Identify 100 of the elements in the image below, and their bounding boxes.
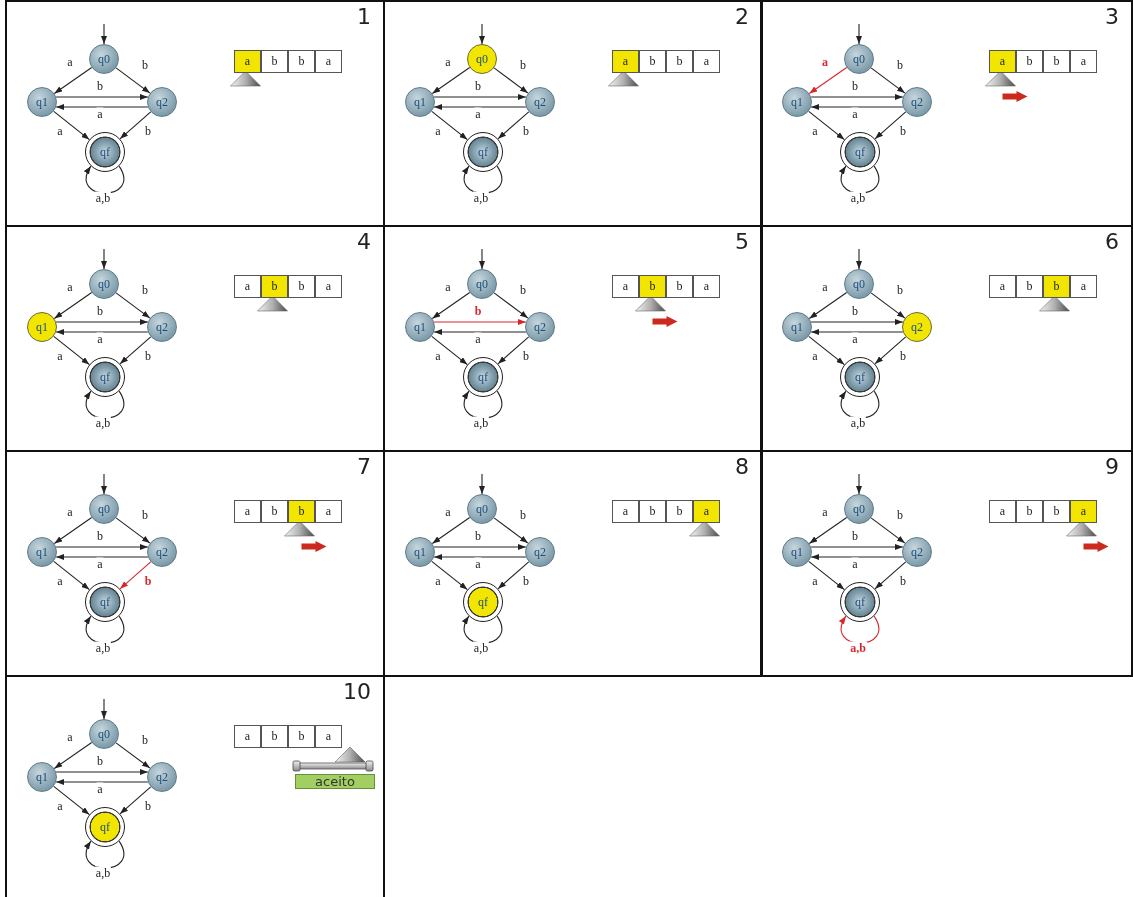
tape-cell: a — [989, 275, 1016, 298]
transition-arrow — [115, 292, 151, 319]
transition-arrow — [810, 329, 904, 335]
edge-label: b — [519, 58, 527, 72]
tape-cell: a — [234, 275, 261, 298]
state-circle: q2 — [147, 312, 177, 342]
transition-arrow — [808, 67, 848, 94]
tape-cell: b — [1016, 50, 1043, 73]
step-number: 9 — [1105, 456, 1119, 478]
transition-arrow — [431, 67, 471, 94]
tape-cell: a — [693, 500, 720, 523]
tape-cell: b — [666, 50, 693, 73]
state-circle: q2 — [147, 537, 177, 567]
tape-cell: a — [989, 50, 1016, 73]
transition-arrow — [55, 319, 149, 325]
state-circle: q1 — [782, 87, 812, 117]
tape-cell: a — [693, 50, 720, 73]
self-loop-arrow — [462, 165, 503, 194]
state-circle: q0 — [89, 269, 119, 299]
transition-arrow — [874, 336, 907, 365]
step-number: 10 — [343, 681, 371, 703]
state-circle: q0 — [467, 269, 497, 299]
accept-state-circle: qf — [463, 132, 503, 172]
tape-cell: b — [639, 275, 666, 298]
transition-arrow — [810, 554, 904, 560]
step-number: 1 — [357, 6, 371, 28]
tape-cell: a — [234, 500, 261, 523]
tape-cell: a — [612, 275, 639, 298]
self-loop-arrow — [84, 615, 125, 644]
edge-label: b — [899, 349, 907, 363]
tape-cell: b — [666, 500, 693, 523]
state-circle: q1 — [27, 87, 57, 117]
tape-cell: b — [261, 275, 288, 298]
start-arrow — [856, 23, 862, 45]
step-panel — [383, 450, 763, 677]
transition-arrow — [433, 104, 527, 110]
edge-label: a,b — [472, 641, 490, 655]
transition-arrow — [53, 785, 90, 816]
start-arrow — [856, 473, 862, 495]
edge-label: b — [896, 508, 904, 522]
transition-arrow — [808, 292, 848, 319]
transition-arrow — [55, 554, 149, 560]
edge-label: a,b — [472, 191, 490, 205]
step-panel — [760, 450, 1133, 677]
edge-label: b — [96, 304, 104, 318]
self-loop-arrow — [84, 840, 125, 869]
accept-state-circle: qf — [463, 357, 503, 397]
accept-state-circle: qf — [463, 582, 503, 622]
transition-arrow — [55, 94, 149, 100]
state-circle: q1 — [782, 537, 812, 567]
edge-label: b — [851, 529, 859, 543]
transition-arrow — [874, 111, 907, 140]
edge-label: b — [522, 349, 530, 363]
edge-label: b — [851, 79, 859, 93]
transition-arrow — [870, 292, 906, 319]
tape-cell: a — [315, 725, 342, 748]
transition-arrow — [115, 517, 151, 544]
transition-arrow — [53, 292, 93, 319]
accept-state-circle: qf — [85, 357, 125, 397]
step-number: 7 — [357, 456, 371, 478]
self-loop-arrow — [462, 615, 503, 644]
transition-arrow — [55, 544, 149, 550]
transition-arrow — [808, 517, 848, 544]
state-circle: q2 — [902, 87, 932, 117]
result-box: aceito — [295, 774, 375, 789]
state-circle: q1 — [782, 312, 812, 342]
state-circle: q0 — [89, 719, 119, 749]
state-circle: q0 — [844, 494, 874, 524]
state-circle: q1 — [405, 537, 435, 567]
transition-arrow — [431, 110, 468, 141]
tape-cell: a — [315, 50, 342, 73]
transition-arrow — [497, 111, 530, 140]
tape-cell: a — [315, 275, 342, 298]
transition-arrow — [119, 786, 152, 815]
state-circle: q1 — [27, 762, 57, 792]
state-circle: q1 — [27, 537, 57, 567]
transition-arrow — [493, 292, 529, 319]
edge-label: b — [851, 304, 859, 318]
edge-label: b — [473, 304, 483, 318]
state-circle: q0 — [467, 44, 497, 74]
edge-label: b — [522, 124, 530, 138]
state-circle: q0 — [844, 44, 874, 74]
edge-label: b — [96, 79, 104, 93]
edge-label: b — [896, 283, 904, 297]
edge-label: b — [141, 58, 149, 72]
edge-label: a,b — [849, 416, 867, 430]
transition-arrow — [431, 335, 468, 366]
transition-arrow — [119, 111, 152, 140]
edge-label: b — [899, 574, 907, 588]
edge-label: b — [896, 58, 904, 72]
edge-label: b — [519, 508, 527, 522]
tape-cell: b — [261, 500, 288, 523]
tape-cell: b — [1043, 275, 1070, 298]
tape-cell: a — [693, 275, 720, 298]
edge-label: a,b — [94, 641, 112, 655]
transition-arrow — [53, 110, 90, 141]
start-arrow — [856, 248, 862, 270]
state-circle: q0 — [89, 494, 119, 524]
tape-cell: b — [1016, 500, 1043, 523]
start-arrow — [479, 23, 485, 45]
